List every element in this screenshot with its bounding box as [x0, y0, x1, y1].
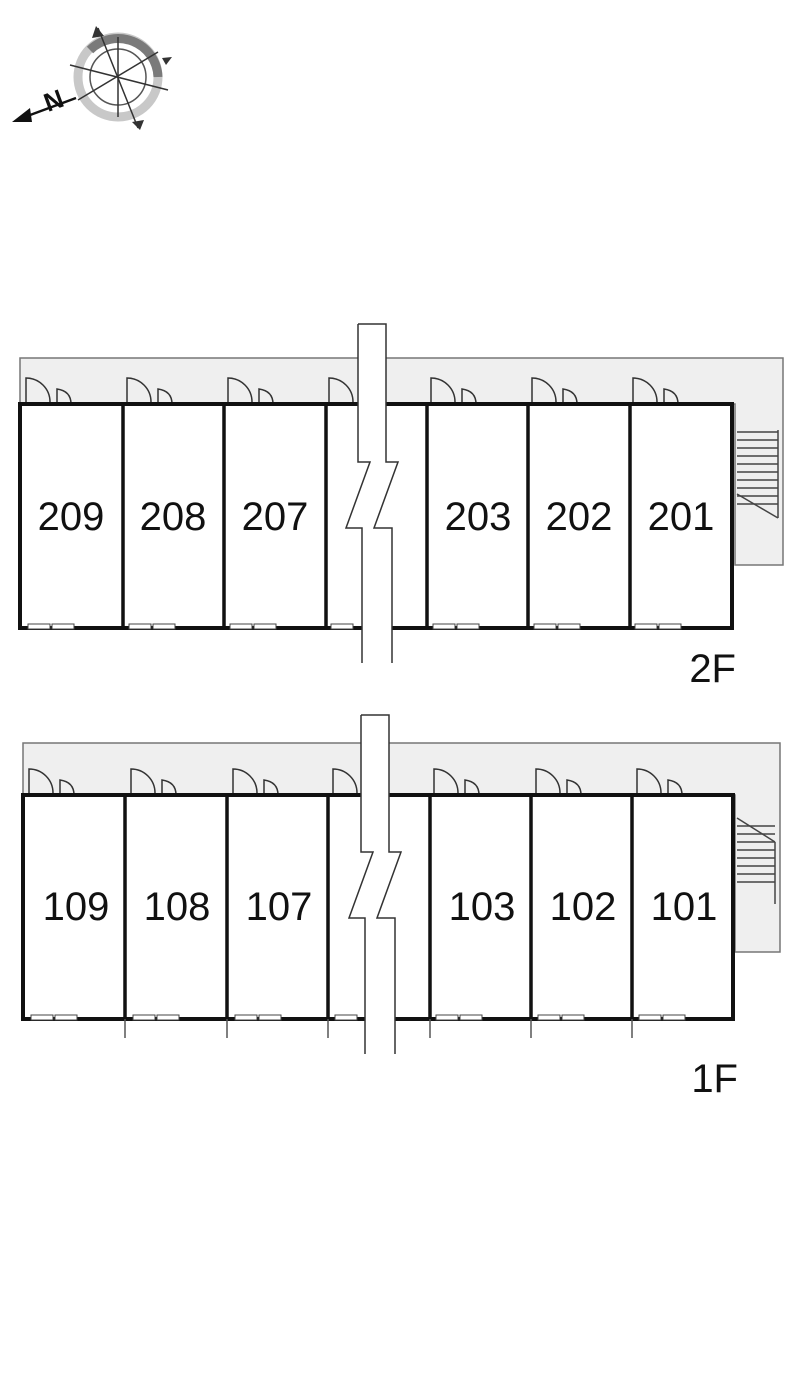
- unit-label: 203: [445, 495, 512, 539]
- unit-label: 201: [648, 495, 715, 539]
- unit-label: 207: [242, 495, 309, 539]
- floor-1f: 109 108 107 103 102 101 1F: [21, 714, 781, 1101]
- unit-label: 208: [140, 495, 207, 539]
- stair-1f: [736, 817, 776, 904]
- unit-label: 101: [651, 885, 718, 929]
- unit-label: 209: [38, 495, 105, 539]
- stair-2f: [736, 430, 779, 519]
- unit-label: 107: [246, 885, 313, 929]
- floor-label-1f: 1F: [691, 1057, 738, 1101]
- unit-label: 109: [43, 885, 110, 929]
- unit-label: 102: [550, 885, 617, 929]
- unit-label: 202: [546, 495, 613, 539]
- floor-2f: 209 208 207 203 202 201 2F: [18, 323, 784, 691]
- compass-rose-icon: N: [12, 26, 172, 130]
- unit-label: 103: [449, 885, 516, 929]
- omission-break-2f: [344, 323, 400, 663]
- omission-break-1f: [347, 714, 403, 1054]
- compass-north-label: N: [40, 83, 68, 118]
- floor-label-2f: 2F: [689, 647, 736, 691]
- unit-label: 108: [144, 885, 211, 929]
